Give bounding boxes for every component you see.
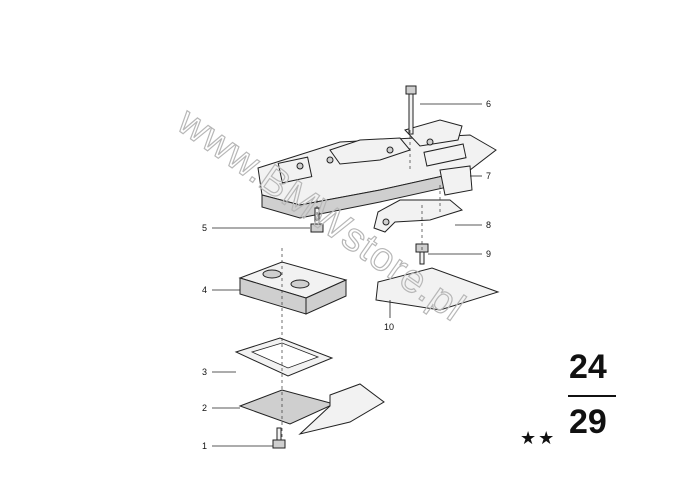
bracket-8 xyxy=(373,199,464,233)
alignment-lines xyxy=(281,130,441,440)
callout-9: 9 xyxy=(486,249,491,259)
stars-mark: ★★ xyxy=(520,428,557,449)
group-divider xyxy=(568,395,616,397)
bolt-1 xyxy=(272,427,286,449)
callout-2: 2 xyxy=(202,403,207,413)
bolt-6 xyxy=(405,85,417,135)
callout-7: 7 xyxy=(486,171,491,181)
callout-8: 8 xyxy=(486,220,491,230)
plate-10 xyxy=(375,267,500,311)
valve-body xyxy=(257,119,497,219)
callout-6: 6 xyxy=(486,99,491,109)
callout-10: 10 xyxy=(384,322,394,332)
group-number-bottom: 29 xyxy=(569,403,607,441)
callout-5: 5 xyxy=(202,223,207,233)
gasket-3 xyxy=(234,337,334,377)
callout-4: 4 xyxy=(202,285,207,295)
callout-1: 1 xyxy=(202,441,207,451)
callout-3: 3 xyxy=(202,367,207,377)
group-number-top: 24 xyxy=(569,348,607,386)
spacer-block-4 xyxy=(238,261,348,315)
leader-lines xyxy=(212,103,482,447)
strainer-2 xyxy=(238,383,385,435)
